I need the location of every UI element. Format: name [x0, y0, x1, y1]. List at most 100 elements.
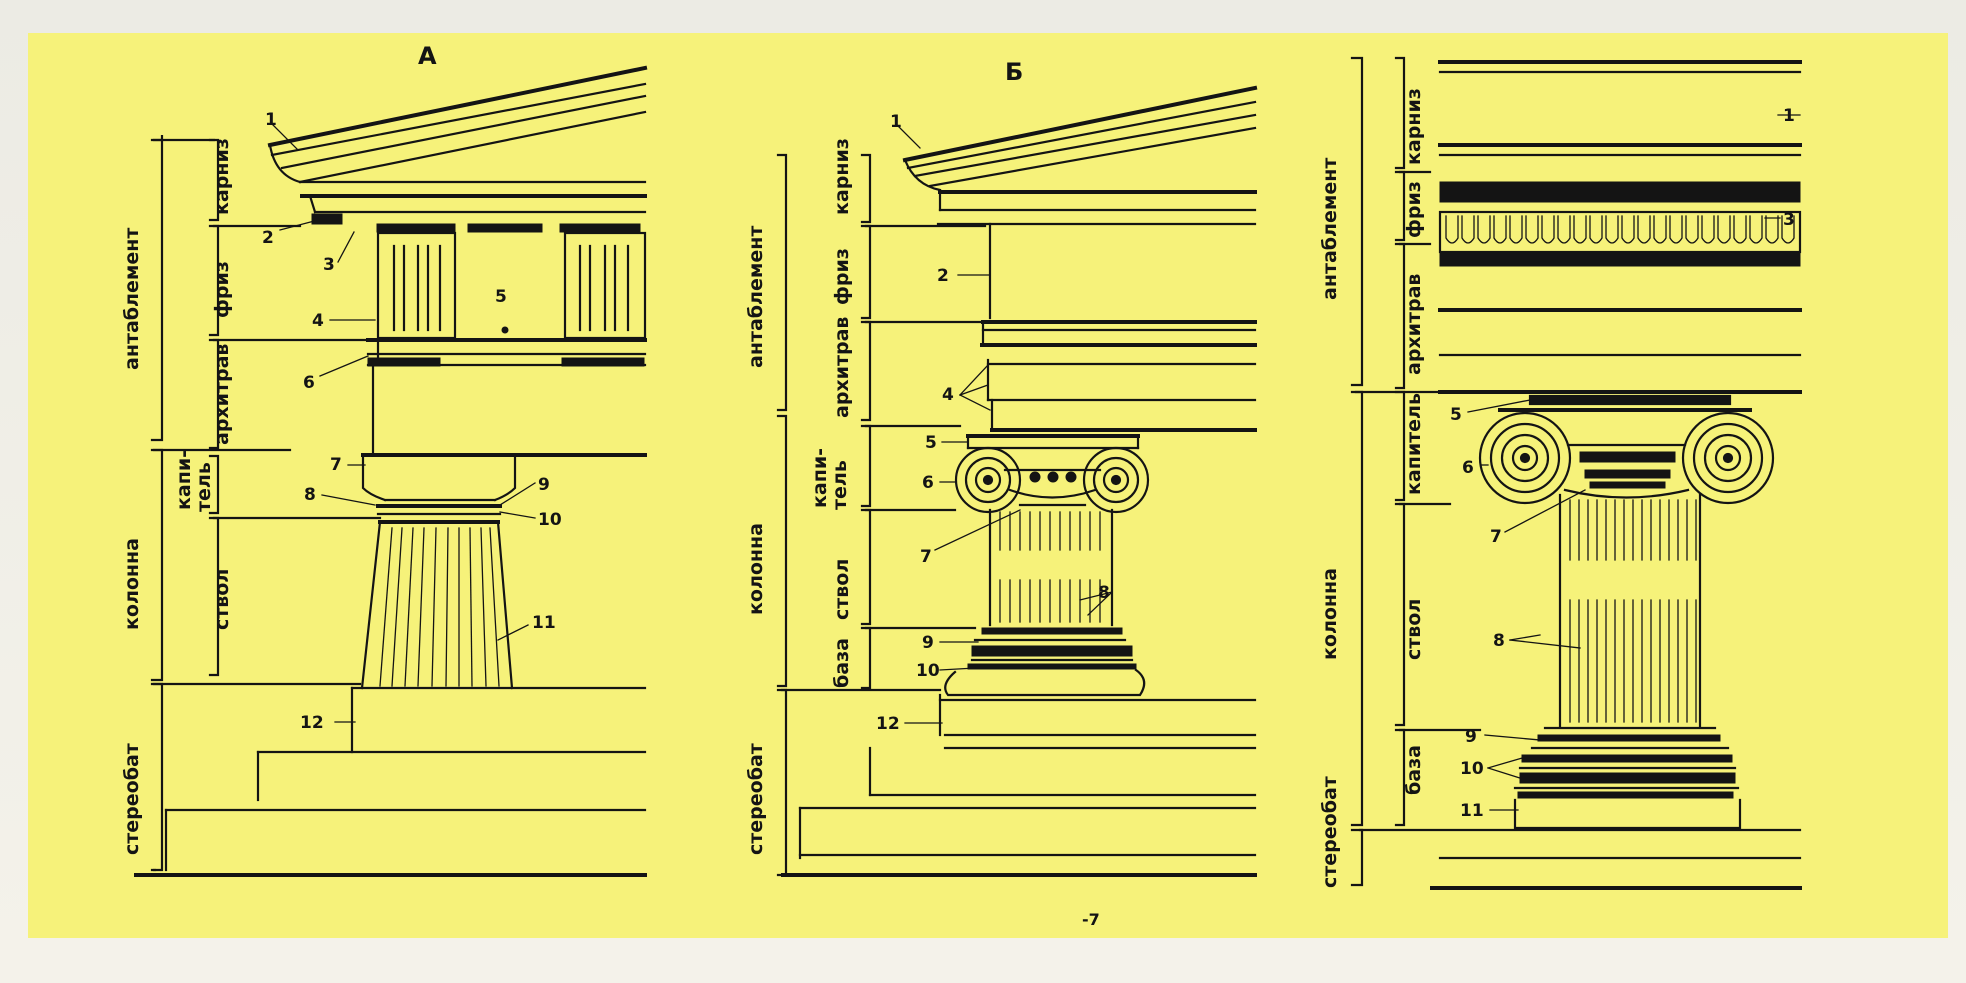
- callout-b-6: 6: [922, 473, 934, 493]
- egg-ornament: [1781, 215, 1795, 244]
- label-entablature-c: антаблемент: [1319, 158, 1341, 300]
- label-shaft-b: ствол: [831, 559, 853, 620]
- callout-a-5: 5: [495, 287, 507, 307]
- egg-ornament: [1557, 215, 1571, 244]
- callout-c-1: 1: [1783, 106, 1795, 126]
- label-shaft-a: ствол: [211, 569, 233, 630]
- egg-and-dart-c: [1445, 215, 1795, 244]
- callout-a-12: 12: [300, 713, 324, 733]
- egg-ornament: [1621, 215, 1635, 244]
- callout-a-6: 6: [303, 373, 315, 393]
- callout-b-5: 5: [925, 433, 937, 453]
- egg-ornament: [1765, 215, 1779, 244]
- label-capital-b-2: тель: [829, 460, 851, 510]
- callout-b-4: 4: [942, 385, 954, 405]
- label-base-b: база: [831, 638, 853, 688]
- label-column-a: колонна: [121, 538, 143, 630]
- callout-c-8: 8: [1493, 631, 1505, 651]
- panel-b-outer-brackets: [776, 153, 942, 877]
- callout-c-9: 9: [1465, 727, 1477, 747]
- callout-a-11: 11: [532, 613, 556, 633]
- egg-ornament: [1477, 215, 1491, 244]
- label-frieze-a: фриз: [211, 261, 233, 318]
- panel-b-title: Б: [1005, 58, 1023, 86]
- doric-frieze: [311, 213, 647, 367]
- panel-a-callout-lines: [271, 123, 536, 723]
- label-architrave-b: архитрав: [831, 317, 853, 418]
- panel-a-inner-brackets: [208, 138, 382, 677]
- doric-column: [360, 363, 647, 690]
- ionic-echinus-b: [1029, 471, 1077, 483]
- label-frieze-c: фриз: [1403, 181, 1425, 238]
- label-frieze-b: фриз: [831, 248, 853, 305]
- label-shaft-c: ствол: [1403, 599, 1425, 660]
- label-base-c: база: [1403, 745, 1425, 795]
- egg-ornament: [1653, 215, 1667, 244]
- label-cornice-c: карниз: [1403, 88, 1425, 165]
- callout-c-11: 11: [1460, 801, 1484, 821]
- panel-b: Б антаблемент карниз фриз архитрав капи-…: [745, 58, 1258, 877]
- page-mark: -7: [1082, 910, 1100, 929]
- egg-ornament: [1493, 215, 1507, 244]
- label-entablature-a: антаблемент: [121, 228, 143, 370]
- label-stylobate-b: стереобат: [745, 743, 767, 855]
- ionic-entablature-c: [1438, 60, 1802, 394]
- ionic-architrave-b: [980, 320, 1257, 432]
- ionic-cornice-b: [902, 85, 1258, 320]
- callout-a-3: 3: [323, 255, 335, 275]
- callout-a-7: 7: [330, 455, 342, 475]
- ionic-capital-c: [1478, 394, 1775, 505]
- panel-c: антаблемент карниз фриз архитрав капител…: [1319, 56, 1802, 890]
- callout-b-2: 2: [937, 266, 949, 286]
- ionic-base-b: [944, 627, 1146, 697]
- label-capital-a-1: капи-: [173, 450, 195, 510]
- label-column-c: колонна: [1319, 568, 1341, 660]
- egg-ornament: [1589, 215, 1603, 244]
- callout-b-1: 1: [890, 112, 902, 132]
- ionic-capital-b: [954, 434, 1150, 514]
- egg-ornament: [1445, 215, 1459, 244]
- egg-ornament: [1701, 215, 1715, 244]
- callout-a-10: 10: [538, 510, 562, 530]
- callout-a-2: 2: [262, 228, 274, 248]
- panel-b-callout-lines: [896, 124, 1113, 724]
- egg-ornament: [1749, 215, 1763, 244]
- ionic-base-c: [1513, 726, 1742, 830]
- callout-a-9: 9: [538, 475, 550, 495]
- label-architrave-c: архитрав: [1403, 274, 1425, 375]
- ionic-shaft-b: [988, 508, 1114, 627]
- panel-b-inner-brackets: [860, 153, 987, 690]
- callout-c-3: 3: [1783, 210, 1795, 230]
- egg-ornament: [1461, 215, 1475, 244]
- panel-a-title: А: [418, 42, 437, 70]
- panel-a-outer-brackets: [150, 135, 362, 872]
- callout-b-8: 8: [1098, 583, 1110, 603]
- ionic-shaft-c: [1558, 493, 1702, 728]
- panel-a: А антаблемент карниз фриз архитрав капи-: [121, 42, 648, 877]
- doric-cornice: [267, 65, 648, 214]
- label-stylobate-a: стереобат: [121, 743, 143, 855]
- egg-ornament: [1733, 215, 1747, 244]
- callout-b-9: 9: [922, 633, 934, 653]
- egg-ornament: [1541, 215, 1555, 244]
- label-cornice-a: карниз: [211, 138, 233, 215]
- ionic-stylobate-b: [781, 693, 1257, 877]
- callout-b-7: 7: [920, 547, 932, 567]
- panel-c-inner-brackets: [1358, 56, 1802, 832]
- label-cornice-b: карниз: [831, 138, 853, 215]
- egg-ornament: [1509, 215, 1523, 244]
- egg-ornament: [1525, 215, 1539, 244]
- panel-c-callout-lines: [1467, 114, 1801, 811]
- ionic-frieze-ornament-c: [1438, 181, 1802, 267]
- egg-ornament: [1605, 215, 1619, 244]
- label-capital-c: капитель: [1403, 393, 1425, 495]
- label-column-b: колонна: [745, 523, 767, 615]
- callout-a-8: 8: [304, 485, 316, 505]
- callout-c-10: 10: [1460, 759, 1484, 779]
- callout-c-6: 6: [1462, 458, 1474, 478]
- egg-ornament: [1573, 215, 1587, 244]
- callout-c-7: 7: [1490, 527, 1502, 547]
- ionic-stylobate-c: [1430, 856, 1802, 890]
- egg-ornament: [1685, 215, 1699, 244]
